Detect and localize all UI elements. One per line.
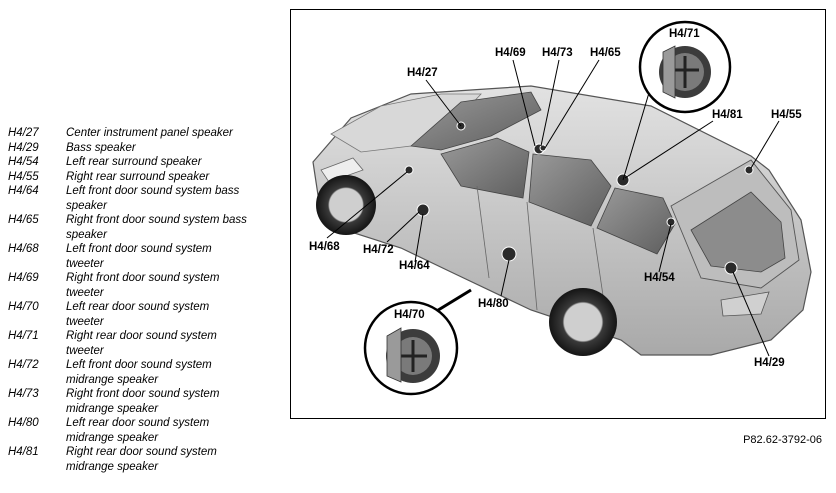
callout-h4-64: H4/64 <box>399 260 430 272</box>
callout-h4-69: H4/69 <box>495 47 526 59</box>
legend-description-line: midrange speaker <box>66 373 159 386</box>
legend-row: H4/69 Right front door sound system tweete… <box>8 271 283 300</box>
callout-h4-55: H4/55 <box>771 109 802 121</box>
legend-description: Left rear surround speaker <box>66 155 283 170</box>
diagram-frame: H4/27 H4/69 H4/73 H4/65 H4/71 H4/81 H4/5… <box>290 9 826 419</box>
legend-code: H4/80 <box>8 417 39 429</box>
callout-h4-68: H4/68 <box>309 241 340 253</box>
legend-code: H4/64 <box>8 185 39 197</box>
inset-h4-71 <box>638 20 732 114</box>
legend-description: Left front door sound system midrange spe… <box>66 358 283 387</box>
legend-description-line: tweeter <box>66 257 104 270</box>
legend-row: H4/29 Bass speaker <box>8 141 283 156</box>
legend-description-line: Left rear surround speaker <box>66 156 202 168</box>
legend-description-line: tweeter <box>66 286 104 299</box>
legend-row: H4/65 Right front door sound system bass s… <box>8 213 283 242</box>
legend-description: Right rear door sound system midrange spe… <box>66 445 283 474</box>
legend-description: Bass speaker <box>66 141 283 156</box>
legend-description-line: midrange speaker <box>66 402 159 415</box>
legend-description-line: tweeter <box>66 344 104 357</box>
legend-row: H4/72 Left front door sound system midrang… <box>8 358 283 387</box>
legend-code: H4/73 <box>8 388 39 400</box>
inset-h4-70 <box>363 300 459 396</box>
car-illustration <box>312 85 812 356</box>
legend-code: H4/71 <box>8 330 39 342</box>
legend-row: H4/81 Right rear door sound system midrang… <box>8 445 283 474</box>
legend-description: Left front door sound system tweeter <box>66 242 283 271</box>
legend-description-line: Right rear door sound system <box>66 330 217 342</box>
legend-description: Left rear door sound system midrange spea… <box>66 416 283 445</box>
legend-description-line: speaker <box>66 199 107 212</box>
legend-description: Right front door sound system bass speake… <box>66 213 283 242</box>
legend-description: Right rear door sound system tweeter <box>66 329 283 358</box>
legend-description-line: midrange speaker <box>66 460 159 473</box>
legend-description-line: Right front door sound system bass <box>66 214 247 226</box>
callout-h4-72: H4/72 <box>363 244 394 256</box>
callout-h4-29: H4/29 <box>754 357 785 369</box>
legend-description-line: tweeter <box>66 315 104 328</box>
legend-code: H4/81 <box>8 446 39 458</box>
callout-h4-65: H4/65 <box>590 47 621 59</box>
legend-row: H4/64 Left front door sound system bass sp… <box>8 184 283 213</box>
legend-description-line: Left rear door sound system <box>66 417 210 429</box>
legend-description-line: Center instrument panel speaker <box>66 127 233 139</box>
legend-description-line: Left rear door sound system <box>66 301 210 313</box>
legend-description-line: Left front door sound system bass <box>66 185 240 197</box>
figure-reference-number: P82.62-3792-06 <box>743 434 822 446</box>
legend-code: H4/54 <box>8 156 39 168</box>
legend-row: H4/27 Center instrument panel speaker <box>8 126 283 141</box>
callout-h4-73: H4/73 <box>542 47 573 59</box>
callout-h4-70: H4/70 <box>394 309 425 321</box>
car-speaker-diagram: H4/27 H4/69 H4/73 H4/65 H4/71 H4/81 H4/5… <box>309 20 812 396</box>
legend-row: H4/71 Right rear door sound system tweeter <box>8 329 283 358</box>
legend-description-line: Right rear door sound system <box>66 446 217 458</box>
legend-code: H4/69 <box>8 272 39 284</box>
legend-code: H4/68 <box>8 243 39 255</box>
legend-description: Left front door sound system bass speaker <box>66 184 283 213</box>
legend-description-line: Bass speaker <box>66 141 136 154</box>
rear-wheel <box>549 288 617 356</box>
legend-description: Right rear surround speaker <box>66 170 283 185</box>
legend-code: H4/29 <box>8 141 39 154</box>
legend-row: H4/73 Right front door sound system midran… <box>8 387 283 416</box>
legend-description-line: Left front door sound system <box>66 243 212 255</box>
legend-row: H4/55 Right rear surround speaker <box>8 170 283 185</box>
legend-description-line: Right front door sound system <box>66 388 220 400</box>
legend-row: H4/80 Left rear door sound system midrange… <box>8 416 283 445</box>
front-wheel <box>316 175 376 235</box>
callout-h4-71: H4/71 <box>669 28 700 40</box>
legend-code: H4/27 <box>8 127 39 139</box>
legend-description: Center instrument panel speaker <box>66 126 283 141</box>
legend-description-line: speaker <box>66 228 107 241</box>
legend-description: Left rear door sound system tweeter <box>66 300 283 329</box>
legend-code: H4/72 <box>8 359 39 371</box>
legend-description-line: midrange speaker <box>66 431 159 444</box>
callout-h4-54: H4/54 <box>644 272 675 284</box>
legend-row: H4/70 Left rear door sound system tweeter <box>8 300 283 329</box>
legend-description: Right front door sound system midrange sp… <box>66 387 283 416</box>
legend-row: H4/68 Left front door sound system tweeter <box>8 242 283 271</box>
callout-h4-81: H4/81 <box>712 109 743 121</box>
callout-h4-80: H4/80 <box>478 298 509 310</box>
legend-description-line: Left front door sound system <box>66 359 212 371</box>
legend-code: H4/65 <box>8 214 39 226</box>
legend-description-line: Right front door sound system <box>66 272 220 284</box>
legend-code: H4/70 <box>8 301 39 313</box>
legend-code: H4/55 <box>8 170 39 183</box>
legend-description-line: Right rear surround speaker <box>66 170 210 183</box>
legend-row: H4/54 Left rear surround speaker <box>8 155 283 170</box>
legend-description: Right front door sound system tweeter <box>66 271 283 300</box>
callout-h4-27: H4/27 <box>407 67 438 79</box>
